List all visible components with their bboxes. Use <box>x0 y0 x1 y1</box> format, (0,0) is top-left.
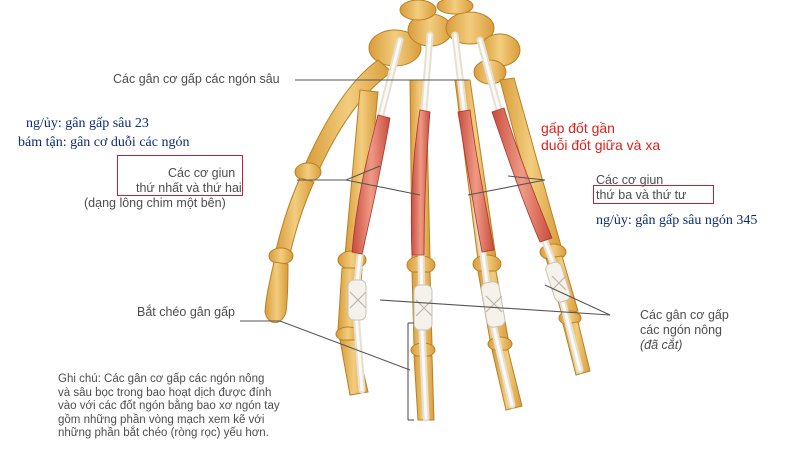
lumbricals-12-label-line2: thứ nhất và thứ hai <box>136 181 242 195</box>
lumbricals-34-highlight-box <box>593 185 714 204</box>
thumb-bones <box>264 59 393 323</box>
action-annotation-line1: gấp đốt gần <box>541 120 615 136</box>
footnote-line: vào với các đốt ngón bằng bao xơ ngón ta… <box>58 400 280 412</box>
footnote-line: gồm những phần vòng mạch xem kẽ với <box>58 413 265 426</box>
lumbricals-12-label-line1: Các cơ giun <box>168 166 236 180</box>
insertion-annotation: bám tận: gân cơ duỗi các ngón <box>18 135 190 150</box>
lumbricals-12-highlight-box <box>117 155 243 196</box>
action-annotation-line2: duỗi đốt giữa và xa <box>541 137 661 153</box>
tendon-sheaths <box>347 261 571 331</box>
lumbricals-12-label-line3: (dạng lông chim một bên) <box>84 196 226 210</box>
deep-flexor-label: Các gân cơ gấp các ngón sâu <box>113 72 280 86</box>
footnote-line: những phần bắt chéo (ròng rọc) yếu hơn. <box>58 427 269 439</box>
superficial-flexor-label-line3: (đã cắt) <box>640 338 683 352</box>
footnote-line: và sâu bọc trong bao hoạt dịch được đính <box>58 386 272 399</box>
lumbrical-muscles <box>351 107 553 256</box>
lumbricals-34-label-line1: Các cơ giun <box>596 173 664 187</box>
superficial-flexor-label-line2: các ngón nông <box>640 323 723 337</box>
cruciate-label: Bắt chéo gân gấp <box>137 305 235 319</box>
footnote-line: Ghi chú: Các gân cơ gấp các ngón nông <box>58 373 265 385</box>
origin-34-annotation: ng/ủy: gân gấp sâu ngón 345 <box>596 213 758 228</box>
leader-lines <box>240 79 611 421</box>
footnote: Ghi chú: Các gân cơ gấp các ngón nông và… <box>58 373 280 441</box>
lumbricals-34-label-line2: thứ ba và thứ tư <box>596 188 687 202</box>
superficial-flexor-label-line1: Các gân cơ gấp <box>640 308 729 322</box>
carpal-bones <box>368 0 521 85</box>
origin-12-annotation: ng/ủy: gân gấp sâu 23 <box>26 116 149 131</box>
